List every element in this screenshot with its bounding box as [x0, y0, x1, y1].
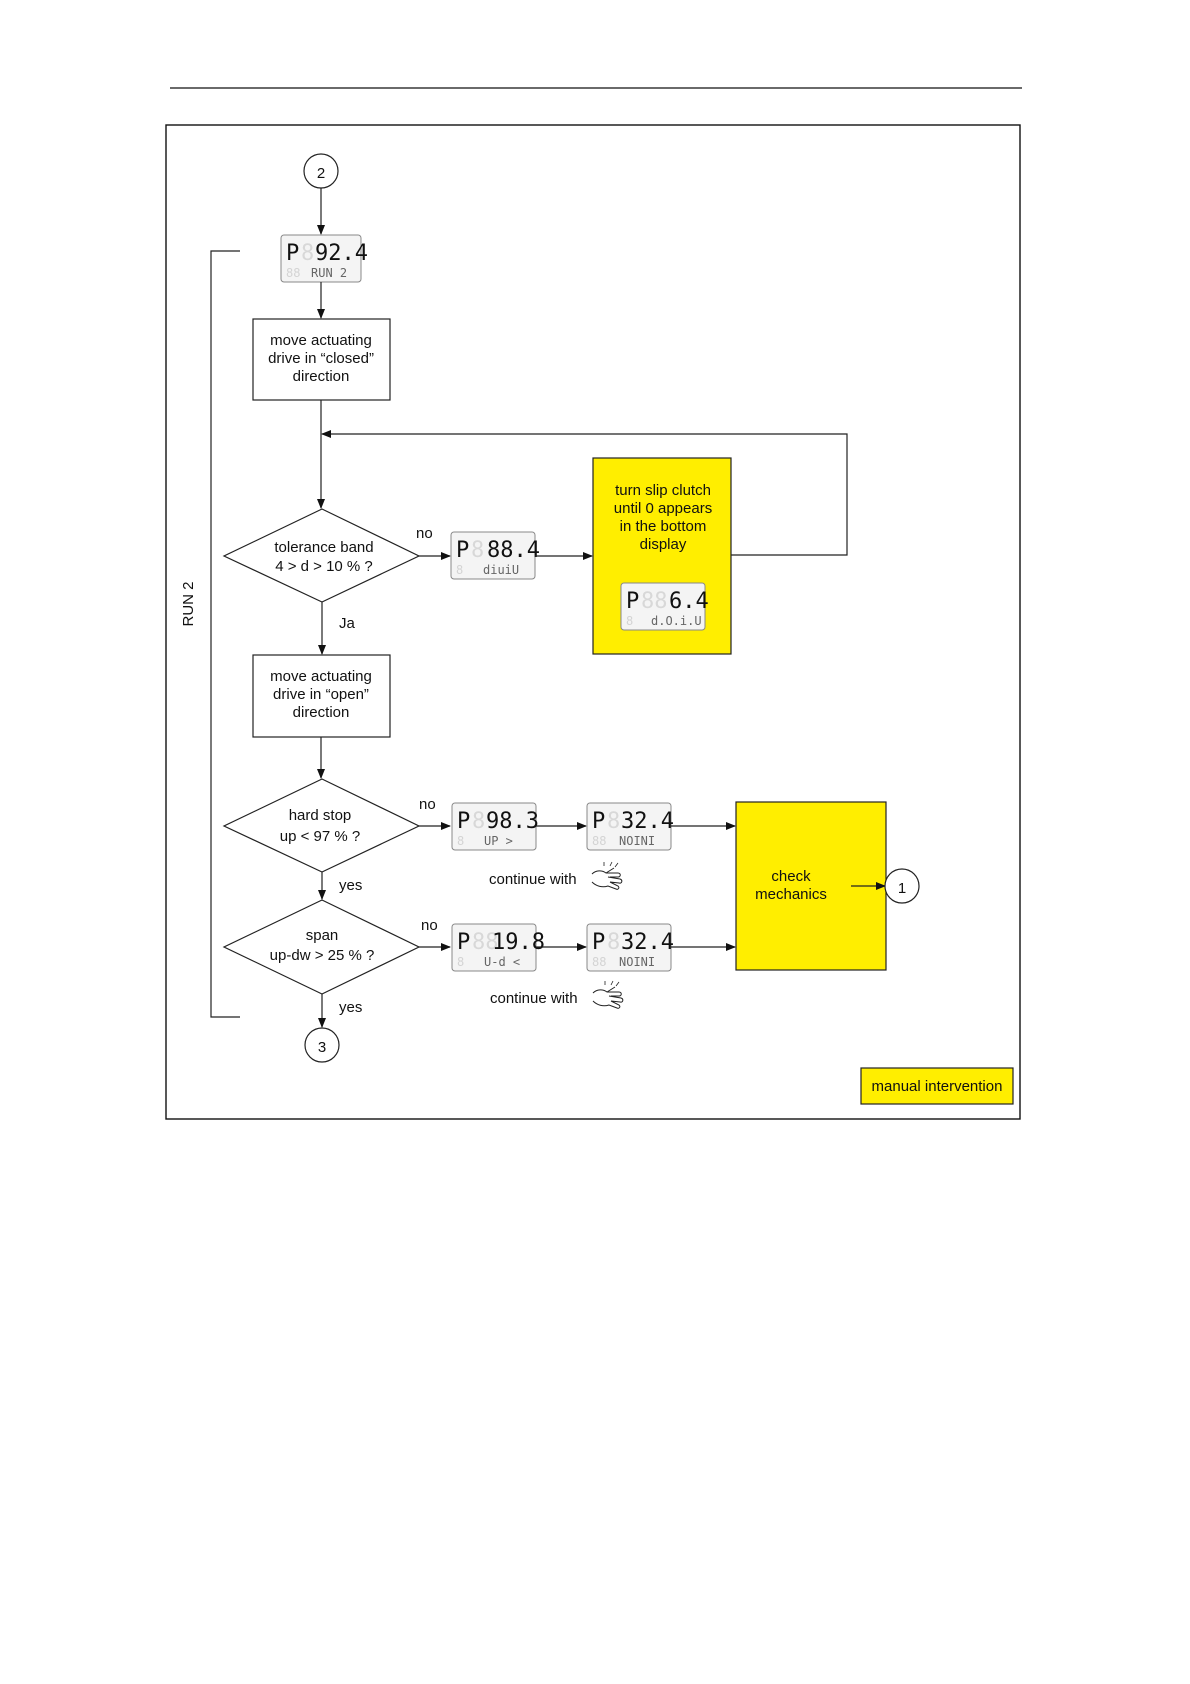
clutch-line-3: in the bottom	[620, 518, 707, 535]
lcd-display-span-no: P 88 19.8 8 U-d <	[451, 923, 545, 972]
lcd-value: 32.4	[621, 930, 674, 955]
connector-3-label: 3	[318, 1039, 326, 1056]
connector-2-label: 2	[317, 165, 325, 182]
connector-1-label: 1	[898, 880, 906, 897]
lcd-ghost-bottom: 8	[457, 834, 464, 848]
lcd-ghost-digit: 8	[301, 241, 314, 266]
hard-stop-yes-label: yes	[339, 877, 362, 894]
lcd-bottom: RUN 2	[311, 266, 347, 280]
lcd-ghost-digit: 8	[607, 930, 620, 955]
lcd-value: 92.4	[315, 241, 368, 266]
lcd-mode: P	[286, 241, 299, 266]
legend-manual-intervention: manual intervention	[860, 1067, 1014, 1105]
lcd-ghost-bottom: 88	[592, 955, 606, 969]
lcd-bottom: UP >	[484, 834, 513, 848]
span-no-label: no	[421, 917, 438, 934]
move-open-line-1: move actuating	[270, 668, 372, 685]
clutch-line-2: until 0 appears	[614, 500, 712, 517]
lcd-value: 98.3	[486, 809, 539, 834]
lcd-bottom: NOINI	[619, 955, 655, 969]
move-closed-line-3: direction	[293, 368, 350, 385]
lcd-display-tolerance-no: P 8 88.4 8 diuiU	[450, 531, 540, 580]
check-mechanics-line-2: mechanics	[755, 886, 827, 903]
lcd-mode: P	[457, 809, 470, 834]
hand-press-icon	[592, 980, 624, 1009]
span-line-1: span	[306, 927, 339, 944]
decision-tolerance-band: tolerance band 4 > d > 10 % ?	[222, 508, 421, 603]
lcd-ghost-digit: 88	[472, 930, 499, 955]
hand-press-icon	[591, 861, 623, 890]
lcd-value: 6.4	[669, 589, 709, 614]
tolerance-no-label: no	[416, 525, 433, 542]
lcd-bottom: d.O.i.U	[651, 614, 702, 628]
decision-span: span up-dw > 25 % ?	[222, 899, 421, 995]
hard-stop-line-1: hard stop	[289, 807, 352, 824]
lcd-bottom: diuiU	[483, 563, 519, 577]
clutch-line-4: display	[640, 536, 687, 553]
connector-1: 1	[884, 868, 920, 904]
tolerance-line-2: 4 > d > 10 % ?	[275, 558, 373, 575]
move-closed-line-1: move actuating	[270, 332, 372, 349]
lcd-ghost-bottom: 8	[626, 614, 633, 628]
connector-2: 2	[303, 153, 339, 189]
lcd-value: 88.4	[487, 538, 540, 563]
run2-label: RUN 2	[180, 581, 197, 626]
lcd-ghost-bottom: 8	[456, 563, 463, 577]
lcd-ghost-digit: 8	[472, 809, 485, 834]
lcd-value: 19.8	[492, 930, 545, 955]
lcd-ghost-bottom: 88	[592, 834, 606, 848]
decision-hard-stop: hard stop up < 97 % ?	[222, 778, 421, 873]
lcd-display-hard-stop-result: P 8 32.4 88 NOINI	[586, 802, 674, 851]
span-line-2: up-dw > 25 % ?	[270, 947, 375, 964]
lcd-value: 32.4	[621, 809, 674, 834]
move-closed-line-2: drive in “closed”	[268, 350, 374, 367]
move-open-line-2: drive in “open”	[273, 686, 369, 703]
tolerance-yes-label: Ja	[339, 615, 356, 632]
lcd-display-span-result: P 8 32.4 88 NOINI	[586, 923, 674, 972]
lcd-mode: P	[457, 930, 470, 955]
tolerance-line-1: tolerance band	[274, 539, 373, 556]
lcd-mode: P	[626, 589, 639, 614]
arrow-loop-back	[321, 430, 848, 556]
lcd-display-run2: P 8 92.4 88 RUN 2	[280, 234, 368, 283]
move-open-line-3: direction	[293, 704, 350, 721]
clutch-line-1: turn slip clutch	[615, 482, 711, 499]
lcd-mode: P	[592, 809, 605, 834]
continue-label-1: continue with	[489, 871, 577, 888]
legend-label: manual intervention	[872, 1078, 1003, 1095]
lcd-mode: P	[592, 930, 605, 955]
check-mechanics-line-1: check	[771, 868, 811, 885]
figure-frame	[165, 124, 1021, 1120]
continue-label-2: continue with	[490, 990, 578, 1007]
step-move-closed: move actuating drive in “closed” directi…	[252, 318, 391, 401]
lcd-ghost-bottom: 88	[286, 266, 300, 280]
lcd-ghost-digit: 88	[641, 589, 668, 614]
lcd-display-hard-stop-no: P 8 98.3 8 UP >	[451, 802, 539, 851]
connector-3: 3	[304, 1027, 340, 1063]
lcd-ghost-digit: 8	[471, 538, 484, 563]
lcd-display-clutch: P 88 6.4 8 d.O.i.U	[620, 582, 709, 631]
lcd-mode: P	[456, 538, 469, 563]
run2-bracket	[210, 250, 240, 1018]
lcd-ghost-digit: 8	[607, 809, 620, 834]
step-move-open: move actuating drive in “open” direction	[252, 654, 391, 738]
hard-stop-line-2: up < 97 % ?	[280, 828, 360, 845]
lcd-bottom: NOINI	[619, 834, 655, 848]
lcd-bottom: U-d <	[484, 955, 520, 969]
span-yes-label: yes	[339, 999, 362, 1016]
hard-stop-no-label: no	[419, 796, 436, 813]
lcd-ghost-bottom: 8	[457, 955, 464, 969]
